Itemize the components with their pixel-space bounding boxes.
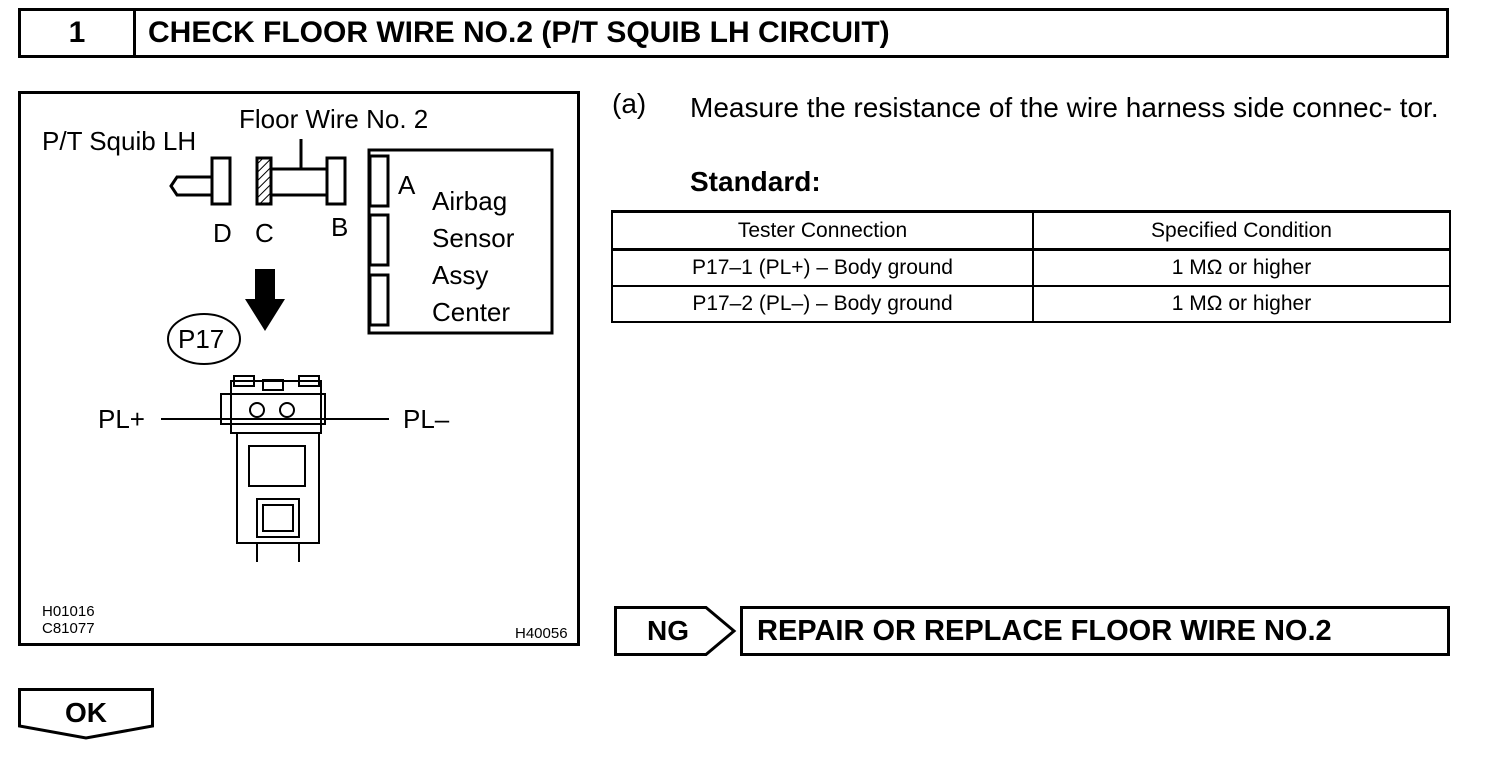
step-title: CHECK FLOOR WIRE NO.2 (P/T SQUIB LH CIRC… [148, 16, 890, 49]
instruction-letter: (a) [612, 88, 647, 119]
ng-label: NG [647, 615, 689, 646]
table-cell: 1 MΩ or higher [1032, 248, 1451, 287]
down-arrow-icon [245, 269, 285, 331]
ok-arrow-box [18, 688, 154, 740]
ng-arrow-box [614, 606, 737, 656]
connector-diagram [161, 139, 554, 562]
connector-b-label: B [331, 212, 349, 242]
connector-id-label: P17 [178, 324, 225, 354]
airbag-label-line2: Sensor [432, 223, 515, 253]
wiring-illustration: Floor Wire No. 2 P/T Squib LH A B C D Ai… [18, 91, 580, 646]
figure-code-3: H40056 [515, 625, 568, 642]
table-cell: P17–2 (PL–) – Body ground [611, 285, 1034, 323]
airbag-label-line3: Assy [432, 260, 489, 290]
pin-minus-label: PL– [403, 404, 450, 434]
standard-label: Standard: [690, 166, 821, 197]
table-header: Tester Connection [611, 210, 1034, 251]
ok-label: OK [65, 697, 107, 728]
airbag-label-line1: Airbag [432, 186, 508, 216]
table-row: P17–1 (PL+) – Body ground 1 MΩ or higher [611, 248, 1451, 287]
table-header: Specified Condition [1032, 210, 1451, 251]
step-header: 1 CHECK FLOOR WIRE NO.2 (P/T SQUIB LH CI… [18, 8, 1449, 58]
step-number: 1 [21, 11, 136, 55]
table-cell: 1 MΩ or higher [1032, 285, 1451, 323]
instruction-text: Measure the resistance of the wire harne… [690, 92, 1439, 123]
connector-c-label: C [255, 218, 274, 248]
ng-action: REPAIR OR REPLACE FLOOR WIRE NO.2 [740, 606, 1450, 656]
connector-d-label: D [213, 218, 232, 248]
spec-table: Tester Connection Specified Condition P1… [611, 210, 1451, 323]
connector-a-label: A [398, 170, 416, 200]
table-row: P17–2 (PL–) – Body ground 1 MΩ or higher [611, 285, 1451, 323]
figure-code-1: H01016 [42, 603, 95, 620]
table-cell: P17–1 (PL+) – Body ground [611, 248, 1034, 287]
pin-plus-label: PL+ [98, 404, 145, 434]
table-header-row: Tester Connection Specified Condition [611, 210, 1451, 251]
squib-label: P/T Squib LH [42, 126, 197, 156]
floor-wire-label: Floor Wire No. 2 [239, 104, 429, 134]
airbag-label-line4: Center [432, 297, 511, 327]
figure-code-2: C81077 [42, 620, 95, 637]
